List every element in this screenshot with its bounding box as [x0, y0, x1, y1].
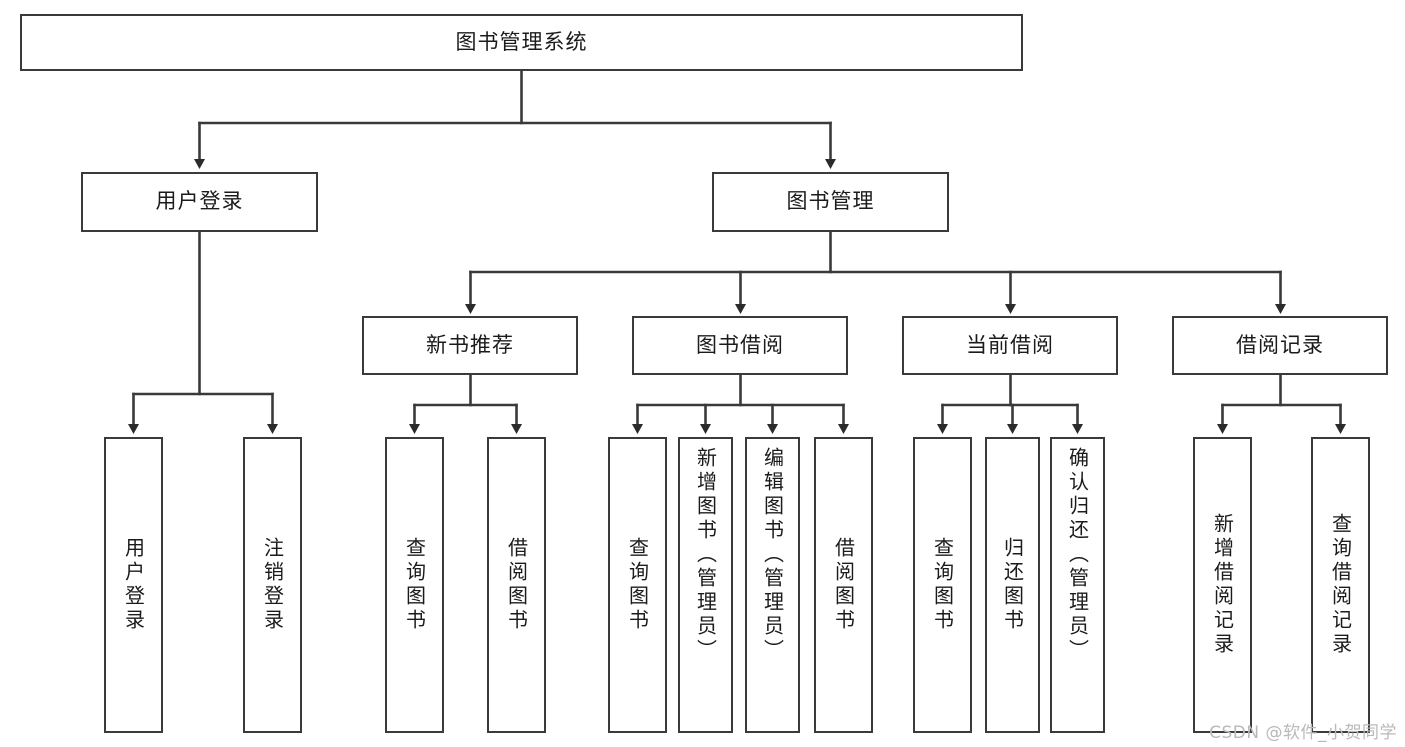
- node-current-borrow[interactable]: 当前借阅: [902, 316, 1118, 375]
- node-leaf-edit-book[interactable]: 编辑图书（管理员）: [745, 437, 800, 733]
- node-user-login[interactable]: 用户登录: [81, 172, 318, 232]
- node-leaf-query-book-1-label: 查询图书: [402, 537, 427, 633]
- node-user-login-label: 用户登录: [155, 189, 244, 214]
- node-leaf-logout-login[interactable]: 注销登录: [243, 437, 302, 733]
- node-new-book-recommend[interactable]: 新书推荐: [362, 316, 578, 375]
- node-leaf-user-login[interactable]: 用户登录: [104, 437, 163, 733]
- node-leaf-confirm-return[interactable]: 确认归还（管理员）: [1050, 437, 1105, 733]
- node-leaf-query-book-1[interactable]: 查询图书: [385, 437, 444, 733]
- node-leaf-edit-book-label: 编辑图书（管理员）: [760, 447, 785, 663]
- node-leaf-borrow-book-1[interactable]: 借阅图书: [487, 437, 546, 733]
- node-leaf-query-borrow-record[interactable]: 查询借阅记录: [1311, 437, 1370, 733]
- node-leaf-return-book[interactable]: 归还图书: [985, 437, 1040, 733]
- node-leaf-return-book-label: 归还图书: [1000, 537, 1025, 633]
- node-root-label: 图书管理系统: [455, 29, 588, 54]
- node-book-manage[interactable]: 图书管理: [712, 172, 949, 232]
- node-book-manage-label: 图书管理: [786, 189, 875, 214]
- node-leaf-add-borrow-record-label: 新增借阅记录: [1210, 513, 1235, 657]
- node-borrow-record[interactable]: 借阅记录: [1172, 316, 1388, 375]
- node-leaf-query-book-2[interactable]: 查询图书: [608, 437, 667, 733]
- node-leaf-borrow-book-2-label: 借阅图书: [831, 537, 856, 633]
- node-book-borrow[interactable]: 图书借阅: [632, 316, 848, 375]
- node-leaf-borrow-book-1-label: 借阅图书: [504, 537, 529, 633]
- csdn-watermark: CSDN @软件_小贺同学: [1209, 723, 1397, 743]
- node-leaf-query-book-2-label: 查询图书: [625, 537, 650, 633]
- node-current-borrow-label: 当前借阅: [966, 332, 1054, 357]
- node-root[interactable]: 图书管理系统: [20, 14, 1023, 71]
- node-leaf-add-book-label: 新增图书（管理员）: [693, 447, 718, 663]
- node-leaf-query-book-3-label: 查询图书: [930, 537, 955, 633]
- node-leaf-add-book[interactable]: 新增图书（管理员）: [678, 437, 733, 733]
- node-book-borrow-label: 图书借阅: [696, 332, 784, 357]
- node-leaf-query-borrow-record-label: 查询借阅记录: [1328, 513, 1353, 657]
- node-leaf-query-book-3[interactable]: 查询图书: [913, 437, 972, 733]
- node-new-book-recommend-label: 新书推荐: [426, 332, 514, 357]
- node-leaf-user-login-label: 用户登录: [121, 537, 146, 633]
- node-leaf-logout-login-label: 注销登录: [260, 537, 285, 633]
- node-borrow-record-label: 借阅记录: [1236, 332, 1324, 357]
- node-leaf-confirm-return-label: 确认归还（管理员）: [1065, 447, 1090, 663]
- node-leaf-borrow-book-2[interactable]: 借阅图书: [814, 437, 873, 733]
- node-leaf-add-borrow-record[interactable]: 新增借阅记录: [1193, 437, 1252, 733]
